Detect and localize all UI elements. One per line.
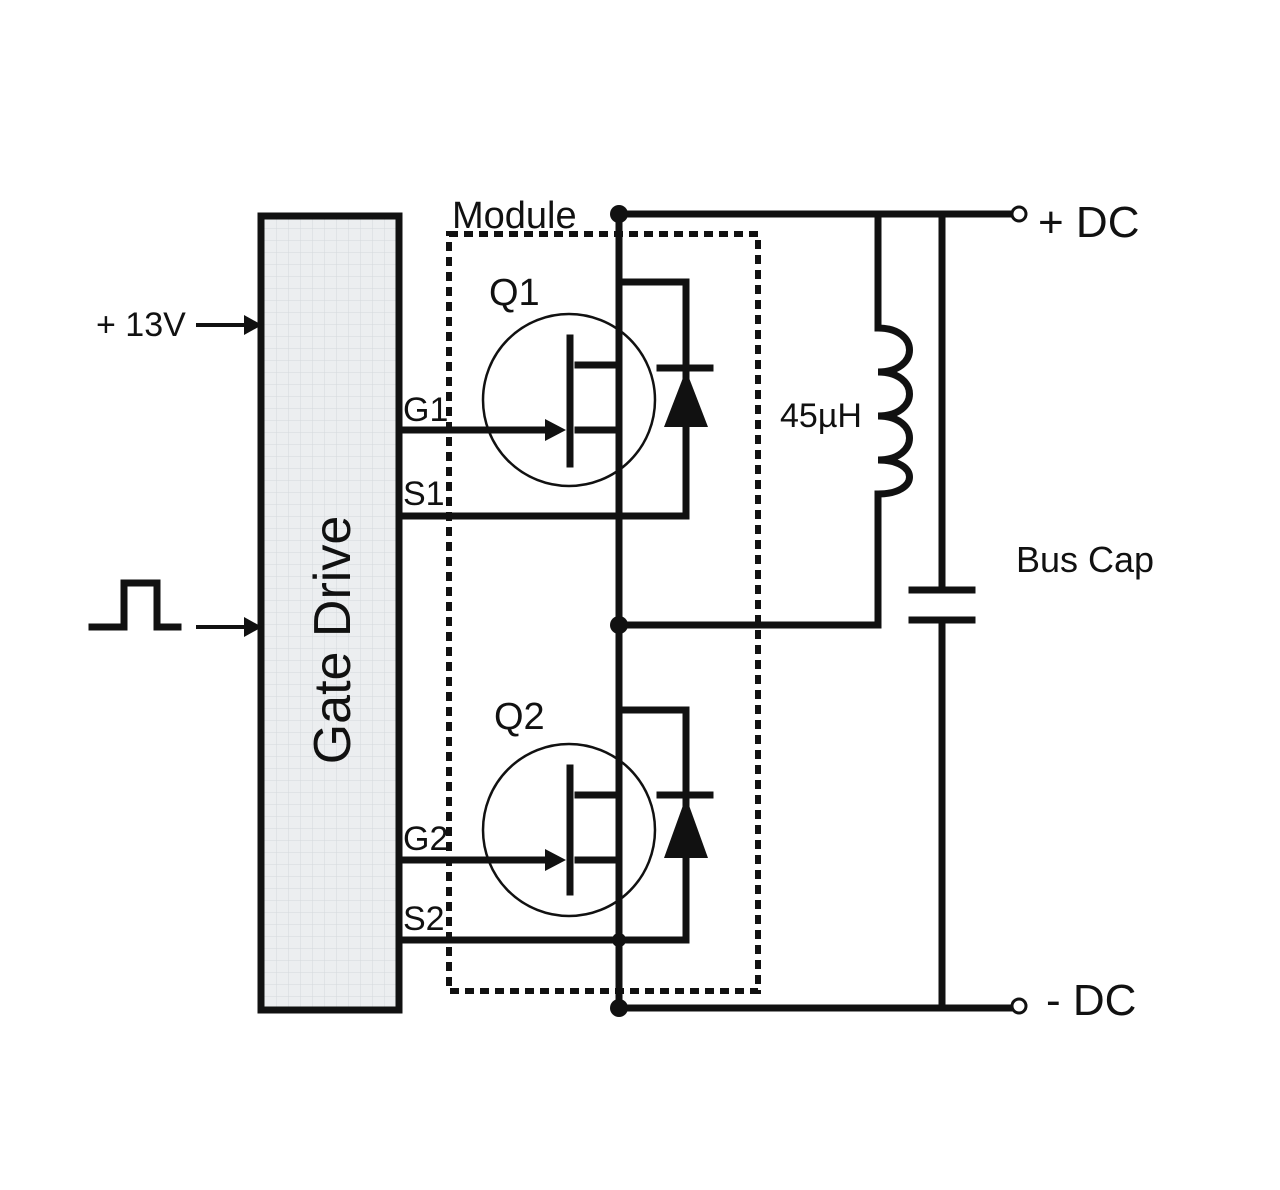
q1-gate-arrow-icon <box>545 419 566 441</box>
supply-input: + 13V <box>96 306 262 344</box>
gate-drive-block: Gate Drive <box>257 212 403 1014</box>
q1-label: Q1 <box>489 272 540 314</box>
g2-label: G2 <box>403 820 448 858</box>
inductor-coil-icon <box>874 324 913 498</box>
diode-q1-icon <box>664 370 708 427</box>
bus-cap-label: Bus Cap <box>1016 539 1154 580</box>
q2-label: Q2 <box>494 696 545 738</box>
n-channel-mosfet-icon <box>481 742 657 918</box>
plus-dc-label: + DC <box>1038 198 1139 247</box>
pulse-arrow-icon <box>244 617 262 637</box>
mosfet-q2: Q2 <box>395 696 714 944</box>
dc-rails: + DC - DC <box>615 198 1139 1025</box>
s1-label: S1 <box>403 475 445 513</box>
module-boundary: Module <box>446 195 761 994</box>
n-channel-mosfet-icon <box>481 312 657 488</box>
q2-gate-arrow-icon <box>545 849 566 871</box>
minus-dc-label: - DC <box>1046 976 1136 1025</box>
minus-dc-terminal-icon[interactable] <box>1010 997 1028 1015</box>
pulse-input <box>88 579 262 637</box>
square-pulse-icon <box>88 579 182 631</box>
inductor-value-label: 45µH <box>780 397 862 435</box>
s2-label: S2 <box>403 900 445 938</box>
mosfet-q1: Q1 <box>395 272 714 520</box>
supply-arrow-icon <box>244 315 262 335</box>
junction-bottom <box>610 999 628 1017</box>
supply-voltage-label: + 13V <box>96 306 186 344</box>
bus-capacitor: Bus Cap <box>908 210 1154 1012</box>
plus-dc-terminal-icon[interactable] <box>1010 205 1028 223</box>
junction-top <box>610 205 628 223</box>
gate-drive-label: Gate Drive <box>304 516 362 765</box>
g1-label: G1 <box>403 391 448 429</box>
inductor-load: 45µH <box>615 210 913 629</box>
module-label: Module <box>452 195 577 237</box>
diode-q2-icon <box>664 797 708 858</box>
